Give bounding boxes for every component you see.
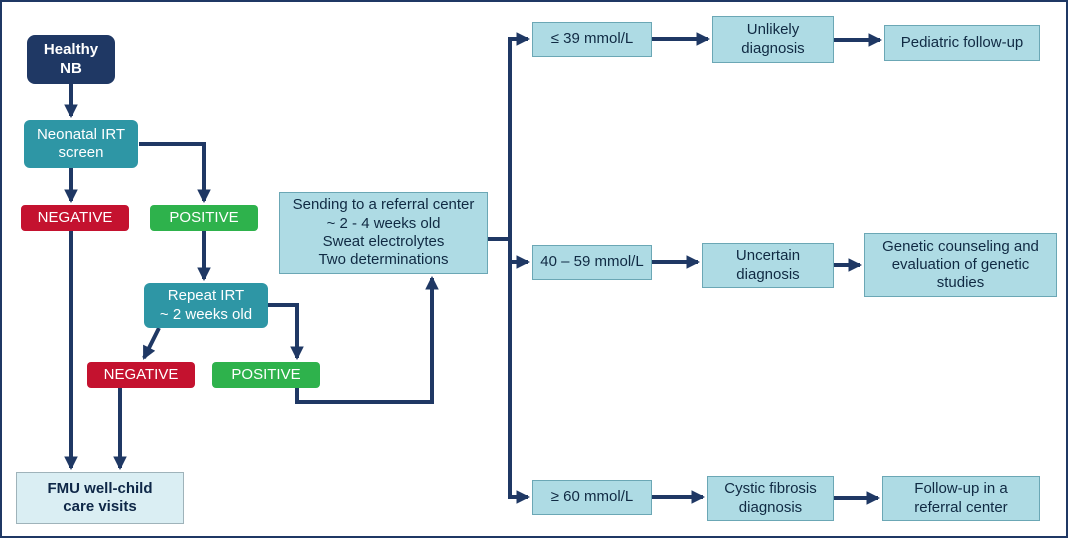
node-negative-first: NEGATIVE xyxy=(21,205,129,231)
node-referral-center: Sending to a referral center ~ 2 - 4 wee… xyxy=(279,192,488,274)
node-positive-first: POSITIVE xyxy=(150,205,258,231)
arrow-repeat-to-negative2 xyxy=(142,327,161,360)
node-genetic-counseling: Genetic counseling and evaluation of gen… xyxy=(864,233,1057,297)
node-range-mid: 40 – 59 mmol/L xyxy=(532,245,652,280)
arrow-positive2-to-referral xyxy=(295,275,439,404)
node-neonatal-irt-screen: Neonatal IRT screen xyxy=(24,120,138,168)
node-fmu-well-child: FMU well-child care visits xyxy=(16,472,184,524)
node-unlikely-diagnosis: Unlikely diagnosis xyxy=(712,16,834,63)
node-range-low: ≤ 39 mmol/L xyxy=(532,22,652,57)
node-negative-second: NEGATIVE xyxy=(87,362,195,388)
node-cf-diagnosis: Cystic fibrosis diagnosis xyxy=(707,476,834,521)
arrow-repeat-to-positive2 xyxy=(268,303,304,361)
node-pediatric-followup: Pediatric follow-up xyxy=(884,25,1040,61)
node-uncertain-diagnosis: Uncertain diagnosis xyxy=(702,243,834,288)
node-repeat-irt: Repeat IRT ~ 2 weeks old xyxy=(144,283,268,328)
node-followup-referral: Follow-up in a referral center xyxy=(882,476,1040,521)
arrow-neonatal-to-positive1 xyxy=(139,142,211,204)
node-range-high: ≥ 60 mmol/L xyxy=(532,480,652,515)
node-positive-second: POSITIVE xyxy=(212,362,320,388)
node-healthy-nb: Healthy NB xyxy=(27,35,115,84)
